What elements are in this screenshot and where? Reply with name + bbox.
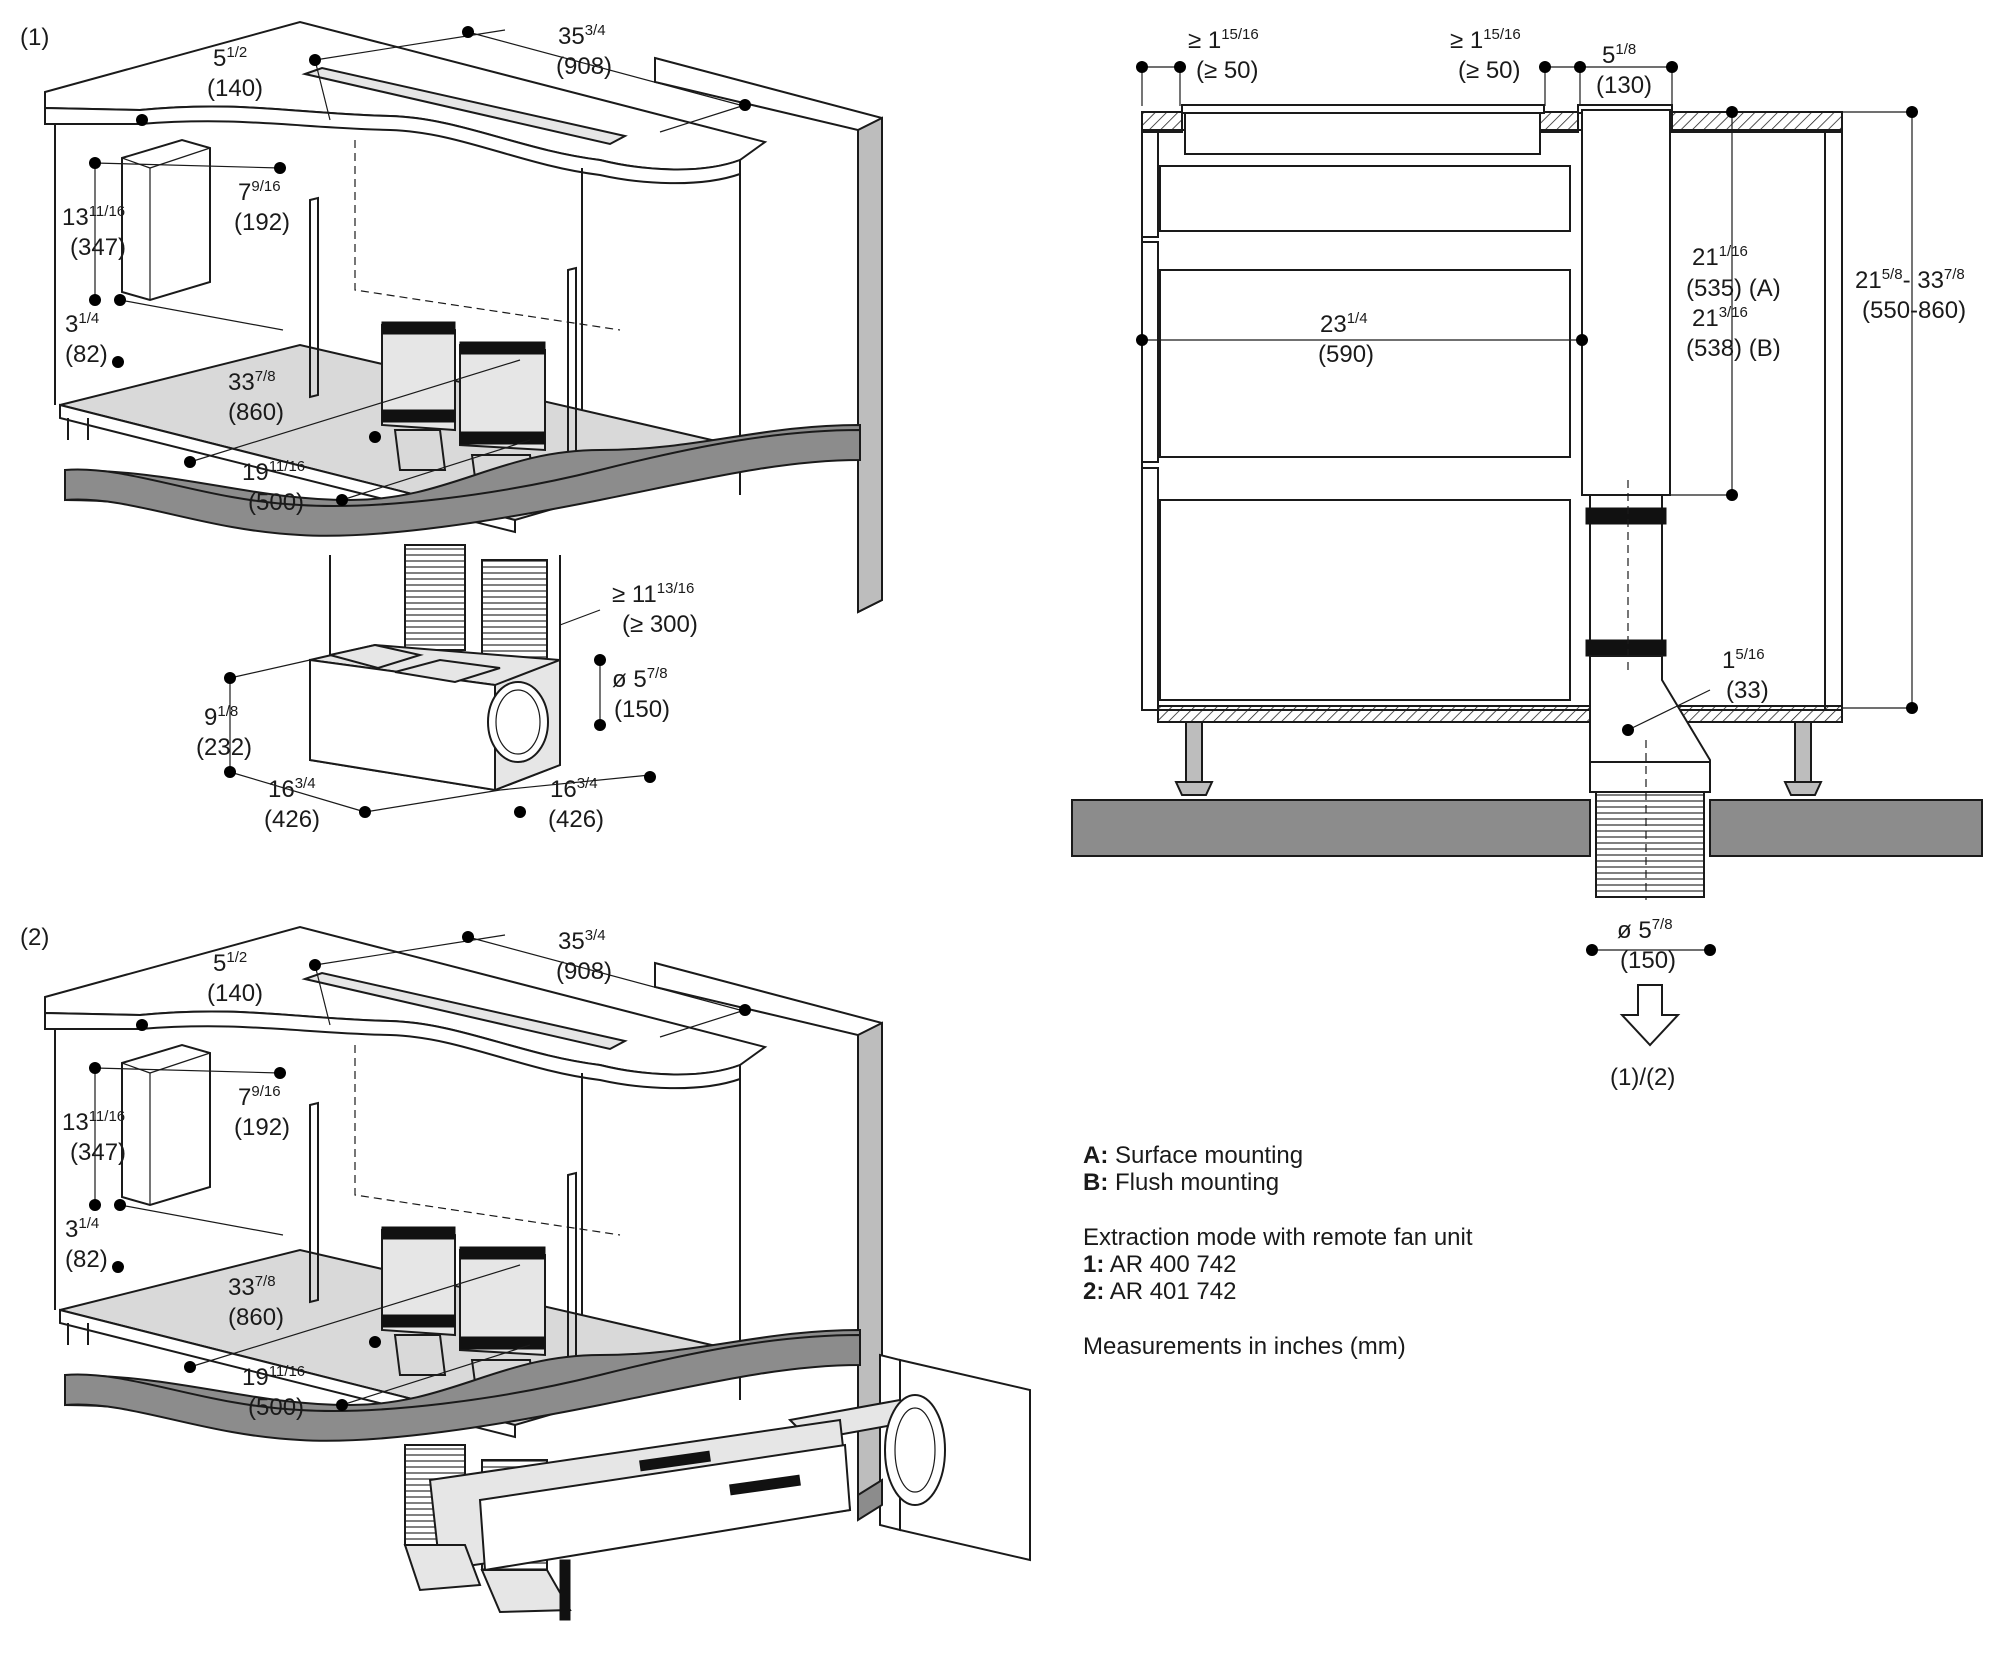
svg-text:163/4: 163/4 <box>550 775 598 803</box>
svg-text:(192): (192) <box>234 209 290 236</box>
svg-text:(347): (347) <box>70 1139 126 1166</box>
svg-text:1311/16: 1311/16 <box>62 1108 125 1136</box>
svg-text:1911/16: 1911/16 <box>242 458 305 486</box>
svg-text:31/4: 31/4 <box>65 310 99 338</box>
svg-text:(426): (426) <box>548 806 604 833</box>
svg-text:1911/16: 1911/16 <box>242 1363 305 1391</box>
figure-2-dimension-points <box>89 931 751 1411</box>
section-view <box>1071 104 1983 1047</box>
svg-text:ø 57/8: ø 57/8 <box>1617 916 1673 944</box>
svg-text:79/16: 79/16 <box>238 1083 281 1111</box>
svg-text:(≥ 300): (≥ 300) <box>622 611 698 638</box>
svg-text:353/4: 353/4 <box>558 927 606 955</box>
svg-text:(860): (860) <box>228 399 284 426</box>
svg-text:(150): (150) <box>614 696 670 723</box>
legend-1-key: 1: <box>1083 1251 1105 1278</box>
svg-text:353/4: 353/4 <box>558 22 606 50</box>
svg-text:≥ 115/16: ≥ 115/16 <box>1188 26 1259 54</box>
figure-1-dimension-lines <box>94 29 746 813</box>
svg-text:(908): (908) <box>556 958 612 985</box>
figure-2-dimension-labels: 51/2 (140) 353/4 (908) 1311/16 (347) 79/… <box>62 927 612 1421</box>
svg-text:337/8: 337/8 <box>228 368 276 396</box>
legend-b-key: B: <box>1083 1169 1109 1196</box>
svg-text:(192): (192) <box>234 1114 290 1141</box>
svg-text:(535) (A): (535) (A) <box>1686 275 1781 302</box>
svg-text:(≥ 50): (≥ 50) <box>1196 57 1259 84</box>
svg-text:91/8: 91/8 <box>204 703 238 731</box>
figure-2-dimension-lines <box>94 934 746 1406</box>
svg-text:15/16: 15/16 <box>1722 646 1765 674</box>
svg-text:(150): (150) <box>1620 947 1676 974</box>
figure-2-label: (2) <box>20 924 49 951</box>
legend: A: Surface mounting B: Flush mounting Ex… <box>1083 1142 1473 1360</box>
svg-text:51/2: 51/2 <box>213 949 247 977</box>
figure-1-fan-unit <box>309 544 561 792</box>
figure-1-iso-cabinet <box>44 21 883 613</box>
svg-text:51/2: 51/2 <box>213 44 247 72</box>
svg-text:79/16: 79/16 <box>238 178 281 206</box>
legend-b-text: Flush mounting <box>1115 1169 1280 1196</box>
svg-text:211/16: 211/16 <box>1692 243 1748 271</box>
svg-text:(347): (347) <box>70 234 126 261</box>
section-dimension-labels: ≥ 115/16 (≥ 50) ≥ 115/16 (≥ 50) 51/8 (13… <box>1188 26 1966 1091</box>
svg-text:213/16: 213/16 <box>1692 304 1748 332</box>
figure-2-iso-cabinet <box>44 926 883 1518</box>
legend-2-key: 2: <box>1083 1278 1105 1305</box>
svg-text:(130): (130) <box>1596 72 1652 99</box>
svg-text:(860): (860) <box>228 1304 284 1331</box>
svg-text:≥ 115/16: ≥ 115/16 <box>1450 26 1521 54</box>
legend-mode-text: Extraction mode with remote fan unit <box>1083 1224 1473 1251</box>
svg-text:(908): (908) <box>556 53 612 80</box>
svg-text:(500): (500) <box>248 1394 304 1421</box>
svg-text:(33): (33) <box>1726 677 1769 704</box>
legend-a-key: A: <box>1083 1142 1109 1169</box>
figure-2-flat-duct <box>403 1353 1031 1621</box>
figure-1-dimension-points <box>89 26 751 818</box>
svg-text:(426): (426) <box>264 806 320 833</box>
svg-text:(140): (140) <box>207 980 263 1007</box>
figure-1-label: (1) <box>20 24 49 51</box>
section-dimension-points <box>1136 61 1918 956</box>
svg-text:(82): (82) <box>65 1246 108 1273</box>
svg-text:(≥ 50): (≥ 50) <box>1458 57 1521 84</box>
svg-text:231/4: 231/4 <box>1320 310 1368 338</box>
svg-text:(140): (140) <box>207 75 263 102</box>
svg-text:215/8- 337/8: 215/8- 337/8 <box>1855 266 1965 294</box>
svg-text:(550-860): (550-860) <box>1862 297 1966 324</box>
svg-text:(82): (82) <box>65 341 108 368</box>
legend-1-value: AR 400 742 <box>1109 1251 1237 1278</box>
svg-text:163/4: 163/4 <box>268 775 316 803</box>
svg-text:51/8: 51/8 <box>1602 41 1636 69</box>
svg-text:1311/16: 1311/16 <box>62 203 125 231</box>
svg-text:ø 57/8: ø 57/8 <box>612 665 668 693</box>
svg-text:337/8: 337/8 <box>228 1273 276 1301</box>
svg-text:(538) (B): (538) (B) <box>1686 335 1781 362</box>
outlet-label: (1)/(2) <box>1610 1064 1675 1091</box>
legend-a-text: Surface mounting <box>1115 1142 1304 1169</box>
figure-1-dimension-labels: 51/2 (140) 353/4 (908) 1311/16 (347) 79/… <box>62 22 698 833</box>
svg-text:31/4: 31/4 <box>65 1215 99 1243</box>
svg-text:(232): (232) <box>196 734 252 761</box>
legend-units-text: Measurements in inches (mm) <box>1083 1333 1406 1360</box>
legend-2-value: AR 401 742 <box>1109 1278 1237 1305</box>
svg-text:≥ 1113/16: ≥ 1113/16 <box>612 580 694 608</box>
svg-text:(590): (590) <box>1318 341 1374 368</box>
svg-text:(500): (500) <box>248 489 304 516</box>
